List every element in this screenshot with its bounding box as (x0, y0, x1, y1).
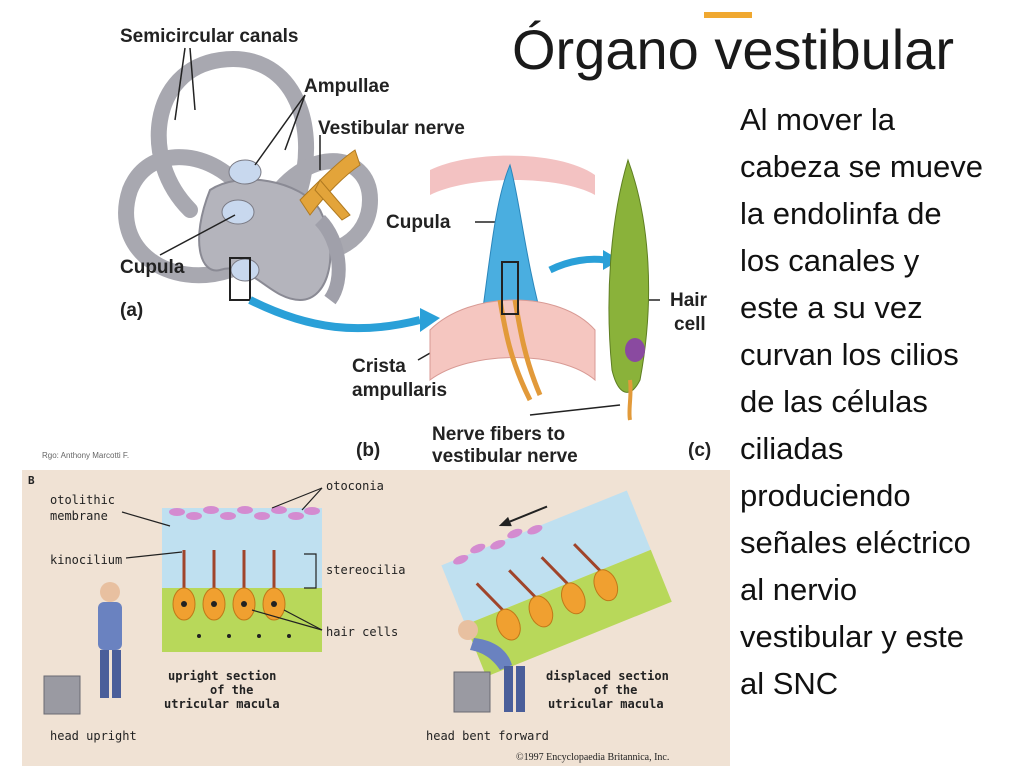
label-cupula-b: Cupula (386, 212, 451, 233)
label-displaced-2: of the (594, 683, 637, 697)
body-line: ciliadas (740, 431, 844, 466)
label-stereocilia: stereocilia (326, 563, 405, 577)
label-semicircular-canals: Semicircular canals (120, 26, 299, 47)
label-head-bent: head bent forward (426, 729, 549, 743)
label-ampullae: Ampullae (304, 76, 390, 97)
slide-title: Órgano vestibular (512, 18, 955, 81)
body-line: de las células (740, 384, 928, 419)
label-panel-b: (b) (356, 440, 380, 461)
body-line: los canales y (740, 243, 920, 278)
arrow-a-to-b-head (420, 308, 440, 332)
accent-bar (704, 12, 752, 18)
hair-cell-illustration (608, 158, 650, 421)
person-upright-illustration (43, 582, 122, 715)
label-hair-cells: hair cells (326, 625, 398, 639)
label-upright-2: of the (210, 683, 253, 697)
person-bent-illustration (453, 620, 525, 713)
label-hair-cell-2: cell (674, 314, 706, 335)
label-otoconia: otoconia (326, 479, 384, 493)
label-nerve-fibers-2: vestibular nerve (432, 446, 578, 467)
label-kinocilium: kinocilium (50, 553, 122, 567)
label-cupula-a: Cupula (120, 257, 185, 278)
displaced-macula-illustration (441, 490, 672, 677)
label-panel-c: (c) (688, 440, 711, 461)
leader-lines (159, 47, 660, 416)
label-panel-b-letter: B (28, 474, 35, 487)
label-crista-2: ampullaris (352, 380, 447, 401)
macula-leader-lines (121, 487, 323, 631)
arrow-b-to-c (548, 255, 606, 274)
label-nerve-fibers-1: Nerve fibers to (432, 424, 565, 445)
body-line: vestibular y este (740, 619, 964, 654)
label-displaced-1: displaced section (546, 669, 669, 683)
label-hair-cell-1: Hair (670, 290, 708, 311)
body-line: produciendo (740, 478, 911, 513)
label-head-upright: head upright (50, 729, 137, 743)
figure-credit: Rgo: Anthony Marcotti F. (42, 451, 129, 460)
label-upright-3: utricular macula (164, 697, 280, 711)
label-otolithic-1: otolithic (50, 493, 115, 507)
arrow-a-to-b (248, 296, 421, 333)
body-text: Al mover la cabeza se mueve la endolinfa… (740, 96, 1018, 707)
body-line: este a su vez (740, 290, 923, 325)
label-upright-1: upright section (168, 669, 276, 683)
upright-macula-illustration (162, 506, 322, 652)
label-vestibular-nerve: Vestibular nerve (318, 118, 465, 139)
crista-ampullaris-illustration (429, 155, 596, 402)
vestibular-diagram: Semicircular canals Ampullae Vestibular … (42, 26, 711, 467)
body-line: Al mover la (740, 102, 896, 137)
label-otolithic-2: membrane (50, 509, 108, 523)
label-panel-a: (a) (120, 300, 143, 321)
body-line: señales eléctrico (740, 525, 971, 560)
body-line: la endolinfa de (740, 196, 942, 231)
vestibular-nerve-illustration (299, 149, 361, 221)
label-crista-1: Crista (352, 356, 406, 377)
utricular-macula-diagram: B otolithic membrane otoconia kinocilium… (22, 470, 730, 766)
body-line: al nervio (740, 572, 858, 607)
body-line: cabeza se mueve (740, 149, 983, 184)
label-displaced-3: utricular macula (548, 697, 664, 711)
label-copyright: ©1997 Encyclopaedia Britannica, Inc. (516, 752, 669, 763)
body-line: curvan los cilios (740, 337, 959, 372)
body-line: al SNC (740, 666, 839, 701)
